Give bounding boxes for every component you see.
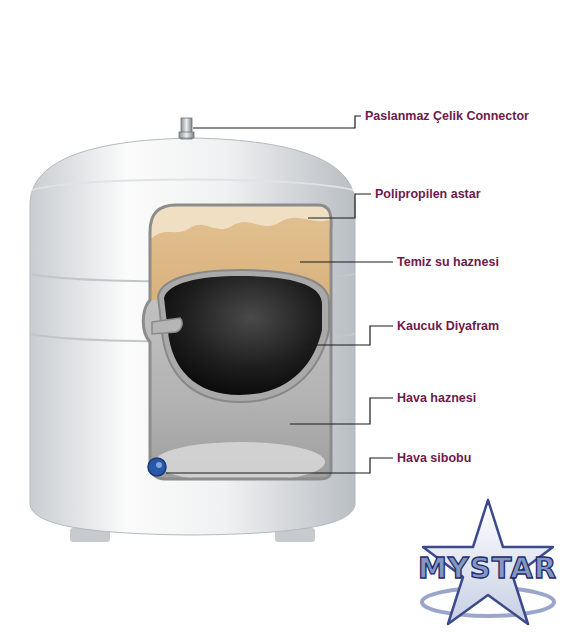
logo-text: MYSTAR	[418, 552, 557, 584]
part-label: Paslanmaz Çelik Connector	[365, 108, 529, 124]
air-valve	[156, 462, 162, 468]
tank-seam	[32, 180, 353, 191]
cutaway-edge	[143, 205, 331, 479]
part-label: Kaucuk Diyafram	[397, 318, 499, 334]
cutaway	[140, 200, 340, 485]
leader-line	[308, 194, 371, 218]
leader-line	[193, 116, 361, 128]
part-label: Hava sibobu	[397, 450, 471, 466]
part-label: Hava haznesi	[397, 390, 476, 406]
leader-line	[305, 326, 393, 345]
leader-line	[300, 261, 393, 262]
part-label: Polipropilen astar	[375, 186, 481, 202]
air-valve	[148, 458, 166, 476]
tank-body	[30, 138, 355, 535]
leader-line	[166, 458, 393, 473]
part-label: Temiz su haznesi	[397, 254, 499, 270]
connector	[179, 132, 194, 138]
leader-line	[290, 398, 393, 424]
